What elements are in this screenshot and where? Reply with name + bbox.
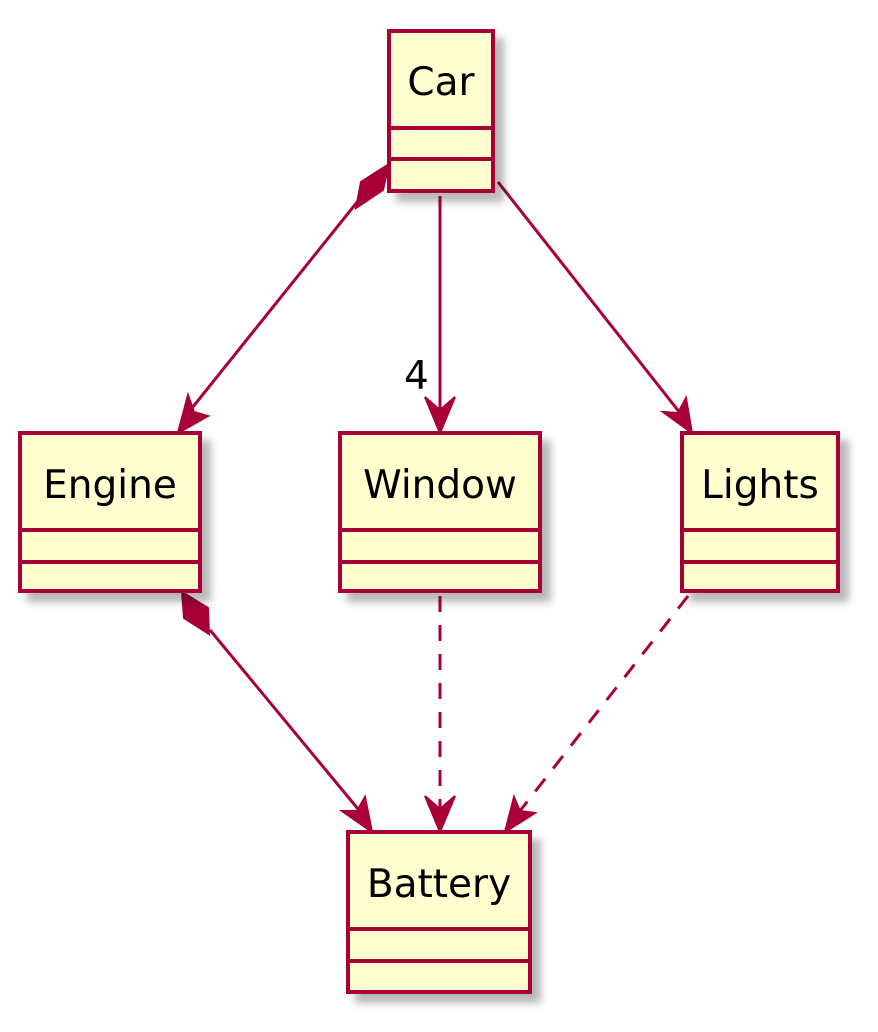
arrowhead-engine — [176, 391, 211, 436]
composition-diamond-engine — [180, 590, 211, 636]
class-car[interactable] — [387, 29, 495, 193]
composition-diamond-car — [354, 161, 391, 211]
arrowhead-battery-from-lights — [503, 793, 538, 835]
edge-lights-battery — [514, 595, 690, 817]
edge-car-engine — [182, 195, 364, 419]
class-name-lights: Lights — [701, 463, 819, 508]
edge-engine-battery — [208, 629, 365, 816]
edge-car-lights — [496, 181, 686, 419]
class-lights[interactable] — [680, 431, 840, 593]
class-name-car: Car — [407, 60, 475, 105]
arrowhead-window — [424, 396, 456, 436]
multiplicity-label-window: 4 — [404, 354, 429, 399]
class-window[interactable] — [338, 431, 542, 593]
class-name-engine: Engine — [43, 463, 177, 508]
arrowhead-lights — [659, 394, 694, 436]
arrowhead-battery-from-window — [424, 795, 456, 835]
arrowhead-battery-from-engine — [338, 794, 374, 835]
class-name-battery: Battery — [367, 862, 511, 907]
class-name-window: Window — [363, 463, 517, 508]
class-engine[interactable] — [18, 431, 202, 593]
class-battery[interactable] — [346, 830, 532, 994]
edges — [176, 161, 694, 835]
